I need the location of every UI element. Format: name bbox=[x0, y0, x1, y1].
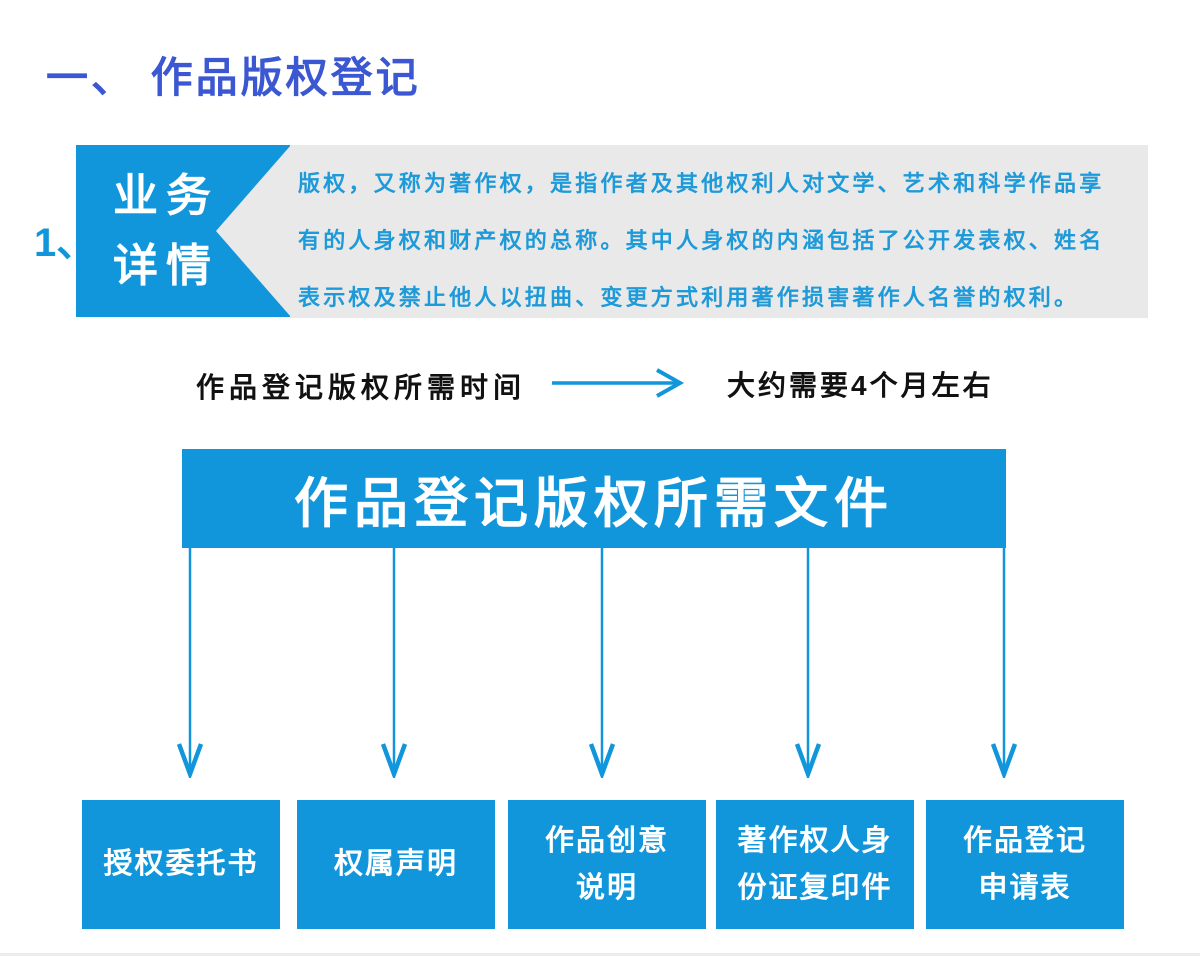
document-box-creative-description: 作品创意 说明 bbox=[508, 800, 706, 929]
document-label: 作品登记 申请表 bbox=[962, 824, 1087, 904]
business-description: 版权，又称为著作权，是指作者及其他权利人对文学、艺术和科学作品享 有的人身权和财… bbox=[298, 171, 1105, 310]
down-arrow-icon bbox=[588, 548, 616, 778]
time-label: 作品登记版权所需时间 bbox=[196, 372, 527, 403]
business-description-panel: 版权，又称为著作权，是指作者及其他权利人对文学、艺术和科学作品享 有的人身权和财… bbox=[290, 145, 1148, 318]
business-label-line1: 业务 bbox=[112, 170, 219, 221]
bottom-divider bbox=[0, 953, 1200, 956]
documents-banner: 作品登记版权所需文件 bbox=[182, 449, 1006, 548]
down-arrow-icon bbox=[380, 548, 408, 778]
document-box-authorization: 授权委托书 bbox=[82, 800, 280, 929]
down-arrow-icon bbox=[176, 548, 204, 778]
document-box-application-form: 作品登记 申请表 bbox=[926, 800, 1124, 929]
document-label: 授权委托书 bbox=[103, 848, 259, 880]
document-label: 权属声明 bbox=[333, 848, 458, 880]
down-arrow-icon bbox=[990, 548, 1018, 778]
down-arrow-icon bbox=[794, 548, 822, 778]
business-label-line2: 详情 bbox=[112, 240, 219, 291]
documents-heading: 作品登记版权所需文件 bbox=[294, 474, 894, 534]
page-title: 一、 作品版权登记 bbox=[46, 54, 421, 101]
document-box-id-copy: 著作权人身 份证复印件 bbox=[716, 800, 914, 929]
time-value: 大约需要4个月左右 bbox=[727, 370, 994, 401]
document-label: 著作权人身 份证复印件 bbox=[737, 824, 893, 904]
document-box-ownership-statement: 权属声明 bbox=[297, 800, 495, 929]
document-label: 作品创意 说明 bbox=[544, 824, 669, 904]
right-arrow-icon bbox=[552, 368, 685, 398]
